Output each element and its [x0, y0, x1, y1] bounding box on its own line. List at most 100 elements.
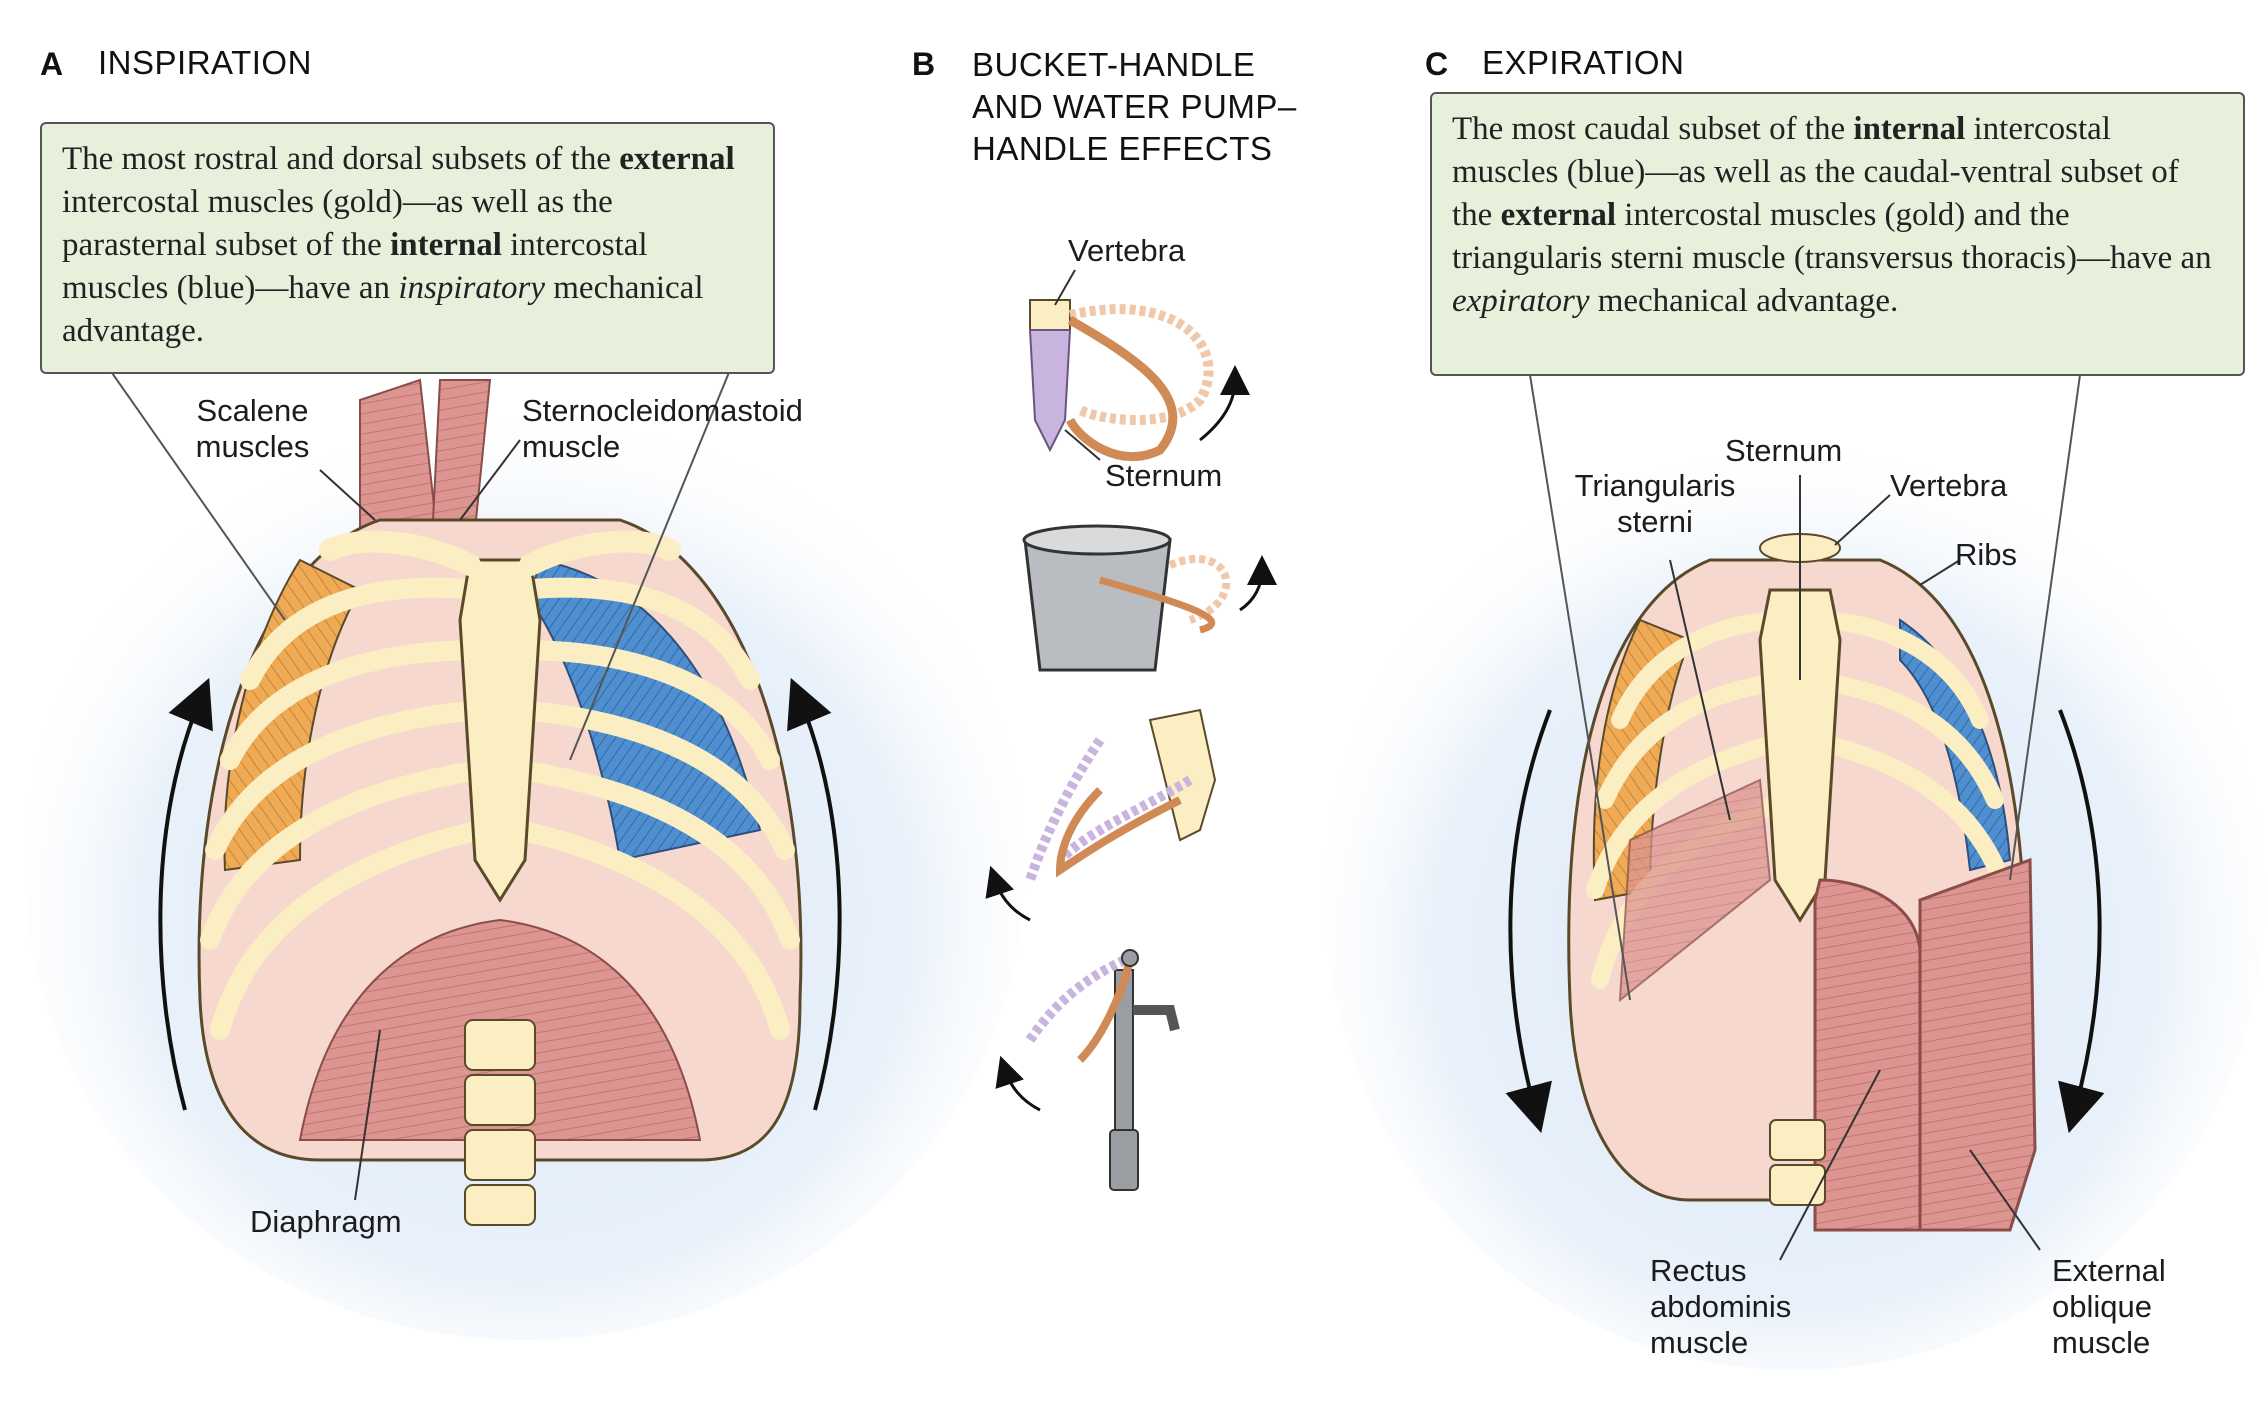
- panel-c-illustration: [1325, 374, 2265, 1370]
- callout-a-pointer-left: [109, 369, 286, 621]
- label-diaphragm: Diaphragm: [250, 1204, 402, 1239]
- b-sternum-leader: [1064, 429, 1101, 461]
- panel-c-title: EXPIRATION: [1482, 44, 1685, 81]
- panel-b-title: BUCKET-HANDLE AND WATER PUMP– HANDLE EFF…: [972, 44, 1297, 170]
- label-c-triang-line-1: Triangularis: [1574, 468, 1736, 503]
- expiration-arrow-left: [1505, 709, 1552, 1134]
- sternum-c: [1758, 588, 1842, 923]
- label-c-rectus-abdominis: Rectus abdominis muscle: [1650, 1253, 1830, 1361]
- pump-arrow: [995, 1055, 1041, 1112]
- triangularis-sterni-shape: [1618, 778, 1772, 1003]
- scm-leader: [459, 439, 521, 521]
- b-rib-handle-1: [1065, 316, 1178, 461]
- callout-a-text-1: The most rostral and dorsal subsets of t…: [62, 141, 620, 177]
- c-triang-leader: [1669, 559, 1731, 821]
- panel-a-letter: A: [40, 46, 64, 82]
- panel-a-title: INSPIRATION: [98, 44, 312, 81]
- pump-handle-ghost: [1025, 955, 1128, 1043]
- ribs-a: [200, 577, 800, 1040]
- label-c-ribs: Ribs: [1955, 537, 2018, 572]
- label-c-sternum: Sternum: [1725, 433, 1843, 468]
- label-scm-line-1: Sternocleidomastoid: [522, 393, 803, 428]
- label-b-vertebra: Vertebra: [1068, 233, 1186, 268]
- panel-b-title-line-1: BUCKET-HANDLE: [972, 46, 1256, 83]
- inspiration-arrow-left: [158, 677, 213, 1111]
- label-c-external-oblique: External oblique muscle: [2052, 1253, 2232, 1361]
- c-rectus-leader: [1779, 1069, 1881, 1261]
- callout-c-text-3: intercostal muscles (gold) and the trian…: [1452, 197, 2212, 276]
- callout-a-text-4: mechanical advantage.: [62, 270, 704, 349]
- b-rib-arrow-1: [1199, 365, 1250, 442]
- panel-a-illustration: [25, 369, 1025, 1340]
- bucket-rim: [1022, 524, 1172, 556]
- panel-b-letter: B: [912, 46, 936, 82]
- label-c-triangularis-sterni: Triangularis sterni: [1555, 468, 1755, 540]
- label-c-triang-line-2: sterni: [1617, 504, 1693, 539]
- pump-base: [1109, 1129, 1139, 1191]
- pump-spout: [1133, 1005, 1180, 1032]
- callout-c-text-1: The most caudal subset of the: [1452, 111, 1854, 147]
- callout-c-italic-expiratory: expiratory: [1452, 283, 1590, 319]
- label-c-rectus-line-2: abdominis: [1650, 1289, 1792, 1324]
- external-oblique-shape: [1918, 857, 2037, 1232]
- label-c-rectus-line-1: Rectus: [1650, 1253, 1747, 1288]
- b-vertebra-block: [1029, 299, 1071, 331]
- panel-b-title-line-3: HANDLE EFFECTS: [972, 130, 1273, 167]
- callout-c-pointer-right: [2009, 374, 2081, 881]
- diaphragm-leader: [354, 1029, 381, 1201]
- callout-c-bold-internal: internal: [1853, 111, 1966, 147]
- callout-a-text-3: intercostal muscles (blue)—have an: [62, 227, 648, 306]
- c-extobl-leader: [1969, 1149, 2041, 1251]
- callout-a-bold-internal: internal: [390, 227, 502, 263]
- spine-a: [464, 1019, 536, 1226]
- expiration-arrow-right: [2058, 709, 2105, 1134]
- panel-c-letter: C: [1425, 46, 1449, 82]
- b-rib-arrow-2: [985, 865, 1031, 922]
- label-scalene-line-2: muscles: [195, 429, 310, 464]
- scalene-leader: [319, 469, 376, 521]
- bucket-handle-ghost: [1168, 555, 1231, 624]
- c-ribs-leader: [1919, 559, 1961, 586]
- clavicle-a-left: [319, 530, 481, 576]
- b-spine-segment: [1148, 708, 1217, 842]
- b-rib-ghost-3: [1056, 775, 1193, 864]
- label-c-vertebra: Vertebra: [1890, 468, 2008, 503]
- callout-a-text-2: intercostal muscles (gold)—as well as th…: [62, 184, 613, 263]
- label-scm-line-2: muscle: [522, 429, 621, 464]
- label-scalene-line-1: Scalene: [196, 393, 309, 428]
- callout-a-italic-inspiratory: inspiratory: [398, 270, 545, 306]
- b-vertebra-leader: [1054, 269, 1076, 306]
- label-scalene-muscles: Scalene muscles: [165, 393, 340, 465]
- callout-a-pointer-right: [569, 369, 731, 761]
- b-rib-ghost-1: [1068, 304, 1214, 425]
- panel-c-callout: The most caudal subset of the internal i…: [1430, 92, 2245, 376]
- callout-c-text-2: intercostal muscles (blue)—as well as th…: [1452, 111, 2179, 233]
- label-c-extobl-line-2: oblique: [2052, 1289, 2152, 1324]
- b-rib-ghost-2: [1025, 737, 1105, 882]
- label-c-extobl-line-1: External: [2052, 1253, 2166, 1288]
- c-vertebra-leader: [1834, 494, 1891, 546]
- callout-c-text-4: mechanical advantage.: [1589, 283, 1899, 319]
- label-c-rectus-line-3: muscle: [1650, 1325, 1749, 1360]
- panel-b-illustration: [985, 269, 1277, 1191]
- panel-b-title-line-2: AND WATER PUMP–: [972, 88, 1297, 125]
- b-rib-handle-2: [1055, 787, 1182, 878]
- pump-handle: [1077, 959, 1134, 1063]
- callout-c-pointer-left: [1529, 374, 1631, 1001]
- callout-a-bold-external: external: [619, 141, 735, 177]
- label-c-extobl-line-3: muscle: [2052, 1325, 2151, 1360]
- b-sternum-block: [1028, 329, 1072, 453]
- panel-a-callout: The most rostral and dorsal subsets of t…: [40, 122, 775, 374]
- bucket-handle: [1099, 576, 1216, 634]
- label-sternocleidomastoid: Sternocleidomastoid muscle: [522, 393, 852, 465]
- rectus-abdominis-shape: [1813, 878, 1922, 1232]
- spine-c: [1769, 1119, 1826, 1206]
- bucket-body: [1023, 538, 1172, 672]
- inspiration-arrow-right: [787, 677, 842, 1111]
- label-b-sternum: Sternum: [1105, 458, 1223, 493]
- bucket-arrow: [1239, 555, 1277, 612]
- callout-c-bold-external: external: [1500, 197, 1617, 233]
- pump-pivot: [1121, 949, 1139, 967]
